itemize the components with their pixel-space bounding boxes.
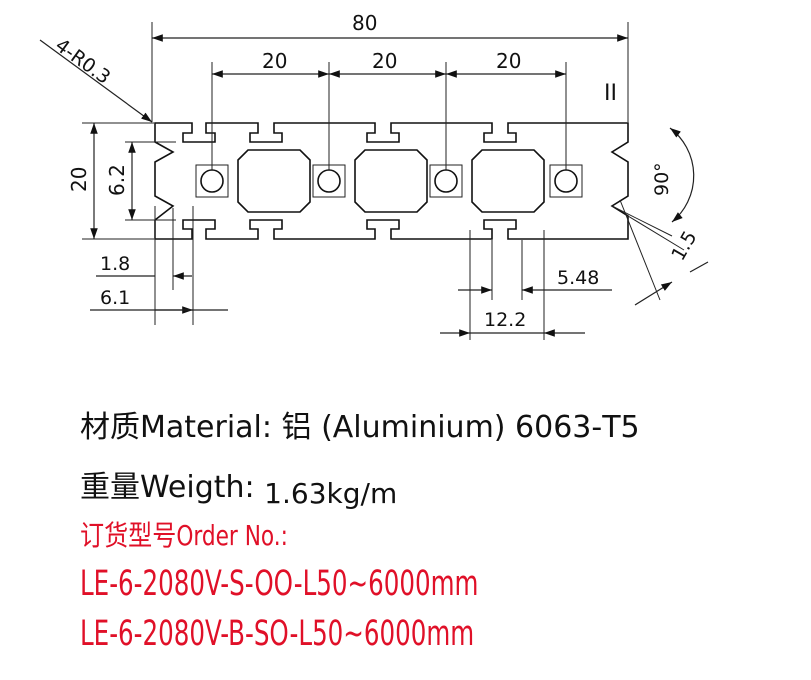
weight-label: 重量Weigth:: [80, 470, 255, 505]
dim-height: 20: [67, 167, 91, 192]
dim-total-width: 80: [352, 11, 377, 35]
dim-lip-thickness: 1.8: [100, 253, 130, 275]
dim-pitch-1: 20: [262, 49, 287, 73]
dim-slot-width: 12.2: [484, 309, 526, 331]
view-mark: II: [604, 81, 617, 106]
dim-pitch-2: 20: [372, 49, 397, 73]
weight-row: 重量Weigth: 1.63kg/m: [80, 462, 397, 510]
side-dimensions: 90° 1.5: [611, 127, 709, 306]
dim-slot-inner: 5.48: [557, 267, 599, 289]
order-heading: 订货型号Order No.:: [80, 519, 288, 552]
weight-value: 1.63kg/m: [264, 477, 398, 510]
material-value: 铝 (Aluminium) 6063-T5: [281, 410, 640, 445]
dim-slot-depth: 6.1: [100, 287, 130, 309]
profile-drawing: 80 20 20 20 4-R0.3 II 20 6.2 1.8 6.1: [39, 11, 709, 340]
order-code-1: LE-6-2080V-S-OO-L50~6000mm: [80, 564, 479, 604]
material-label: 材质Material:: [80, 410, 272, 445]
dim-groove: 1.5: [667, 227, 701, 264]
dim-angle: 90°: [651, 162, 673, 196]
dim-pitch-3: 20: [496, 49, 521, 73]
material-row: 材质Material: 铝 (Aluminium) 6063-T5: [80, 402, 640, 446]
dim-slot-opening: 6.2: [105, 164, 129, 196]
order-code-2: LE-6-2080V-B-SO-L50~6000mm: [80, 614, 475, 654]
bottom-dimensions: 5.48 12.2: [440, 230, 612, 340]
left-dimensions: 20 6.2 1.8 6.1: [67, 122, 228, 325]
dim-corner-radius: 4-R0.3: [51, 34, 114, 88]
profile-outline: [154, 122, 629, 240]
